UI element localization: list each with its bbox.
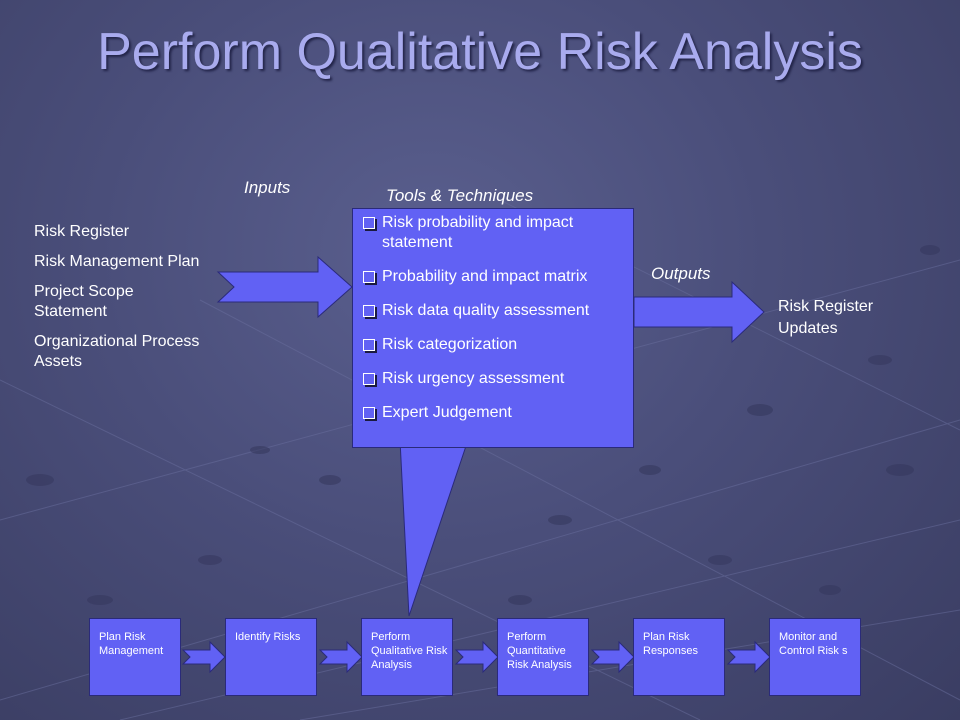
checkbox-bullet-icon <box>363 305 375 317</box>
tool-item: Risk data quality assessment <box>360 301 630 321</box>
checkbox-bullet-icon <box>363 271 375 283</box>
tool-item: Probability and impact matrix <box>360 267 630 287</box>
input-item: Risk Management Plan <box>34 253 200 270</box>
checkbox-bullet-icon <box>363 407 375 419</box>
checkbox-bullet-icon <box>363 373 375 385</box>
process-step-plan-risk-management: Plan Risk Management <box>89 618 181 696</box>
checkbox-bullet-icon <box>363 339 375 351</box>
outputs-label: Outputs <box>651 264 711 283</box>
tool-item: Risk probability and impact statement <box>360 213 630 253</box>
checkbox-bullet-icon <box>363 217 375 229</box>
input-item: Organizational Process Assets <box>34 333 200 370</box>
tool-item: Risk urgency assessment <box>360 369 630 389</box>
tools-box <box>352 208 634 448</box>
output-item: Risk Register Updates <box>778 298 874 337</box>
inputs-list: Risk Register Risk Management Plan Proje… <box>34 222 209 382</box>
tools-label: Tools & Techniques <box>386 186 534 205</box>
inputs-label: Inputs <box>244 178 291 197</box>
tool-item: Risk categorization <box>360 335 630 355</box>
input-item: Risk Register <box>34 223 130 240</box>
tools-list: Risk probability and impact statement Pr… <box>360 213 630 437</box>
slide-title: Perform Qualitative Risk Analysis <box>97 23 863 81</box>
process-step-perform-quantitative: Perform Quantitative Risk Analysis <box>497 618 589 696</box>
process-step-monitor-control: Monitor and Control Risk s <box>769 618 861 696</box>
tool-item: Expert Judgement <box>360 403 630 423</box>
process-step-perform-qualitative: Perform Qualitative Risk Analysis <box>361 618 453 696</box>
process-step-plan-risk-responses: Plan Risk Responses <box>633 618 725 696</box>
process-step-identify-risks: Identify Risks <box>225 618 317 696</box>
input-item: Project Scope Statement <box>34 283 134 320</box>
